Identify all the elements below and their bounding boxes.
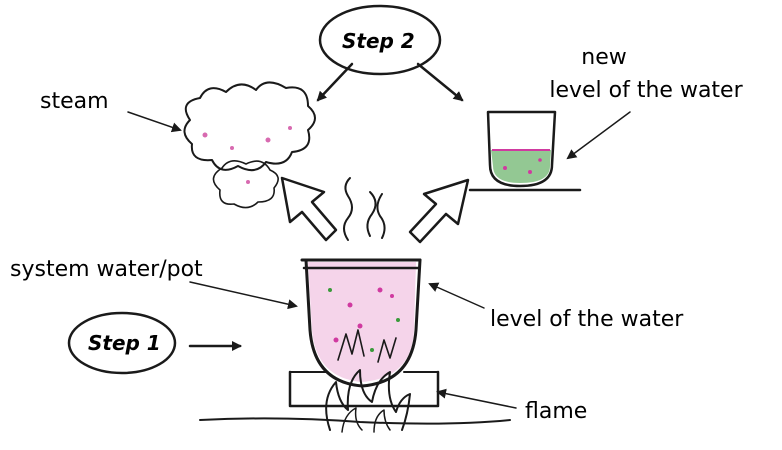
system-label: system water/pot	[10, 257, 203, 282]
new-level-label-line1: new	[581, 45, 626, 70]
level-label: level of the water	[490, 307, 684, 332]
level-pointer	[430, 284, 484, 308]
new-level-pointer	[568, 112, 630, 158]
step2-label: Step 2	[342, 29, 415, 53]
steam-cloud	[184, 82, 315, 207]
steam-pointer	[128, 112, 180, 130]
ground-line	[200, 418, 510, 423]
step1-label: Step 1	[88, 331, 161, 355]
steam-label: steam	[40, 89, 109, 114]
new-level-label-line2: level of the water	[549, 78, 743, 103]
system-pointer	[190, 282, 296, 306]
step1-bubble: Step 1	[69, 313, 175, 373]
main-pot	[302, 260, 420, 386]
flame-pointer	[438, 392, 516, 408]
step2-arrow-right	[418, 64, 462, 100]
small-pot	[470, 112, 580, 190]
step2-arrow-left	[318, 64, 352, 100]
flame-label: flame	[525, 399, 587, 424]
vapor-wisps	[344, 178, 385, 240]
step2-bubble: Step 2	[320, 6, 440, 74]
block-arrow-right	[410, 180, 468, 242]
block-arrow-left	[282, 178, 336, 240]
